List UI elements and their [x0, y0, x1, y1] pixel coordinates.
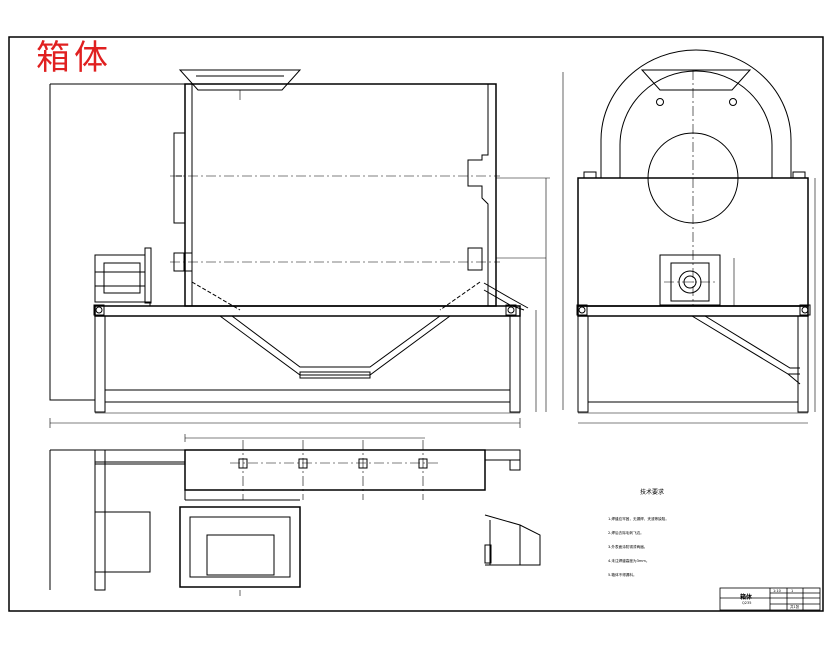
- side-housing-arch: [600, 49, 792, 178]
- front-view: [49, 69, 550, 428]
- front-hopper: [178, 69, 302, 91]
- title-block-material: Q235: [742, 601, 752, 605]
- notes-item: 3.外表面涂防锈漆两遍。: [608, 545, 648, 549]
- title-block-part-name: 箱体: [740, 594, 753, 601]
- notes-item: 2.焊后去除毛刺飞边。: [608, 531, 644, 535]
- notes-title: 技术要求: [640, 489, 665, 496]
- front-motor: [94, 254, 146, 303]
- top-main-box: [184, 449, 486, 491]
- top-outlet: [179, 506, 301, 588]
- side-bearing-block: [659, 254, 721, 306]
- front-main-box: [184, 83, 497, 307]
- top-center-lines: [230, 440, 440, 596]
- title-block-scale: 1:10: [773, 589, 781, 593]
- title-block: [719, 587, 821, 611]
- front-center-lines: [170, 90, 500, 263]
- technical-requirements: 技术要求 1.焊缝应牢固，无漏焊、夹渣等缺陷。 2.焊后去除毛刺飞边。 3.外表…: [608, 487, 718, 582]
- side-hopper: [640, 69, 752, 91]
- notes-item: 4.未注焊缝高度为3mm。: [608, 559, 650, 563]
- title-block-sheet: 共1张: [790, 605, 800, 609]
- drawing-title: 箱体: [36, 38, 112, 78]
- front-frame-beam: [94, 305, 521, 317]
- title-block-quantity: 1: [791, 589, 794, 593]
- side-view: [562, 49, 816, 424]
- notes-item: 1.焊缝应牢固，无漏焊、夹渣等缺陷。: [608, 517, 669, 521]
- top-view: [49, 434, 541, 591]
- side-center-lines: [640, 70, 746, 305]
- notes-item: 5.箱体不得漏料。: [608, 573, 637, 577]
